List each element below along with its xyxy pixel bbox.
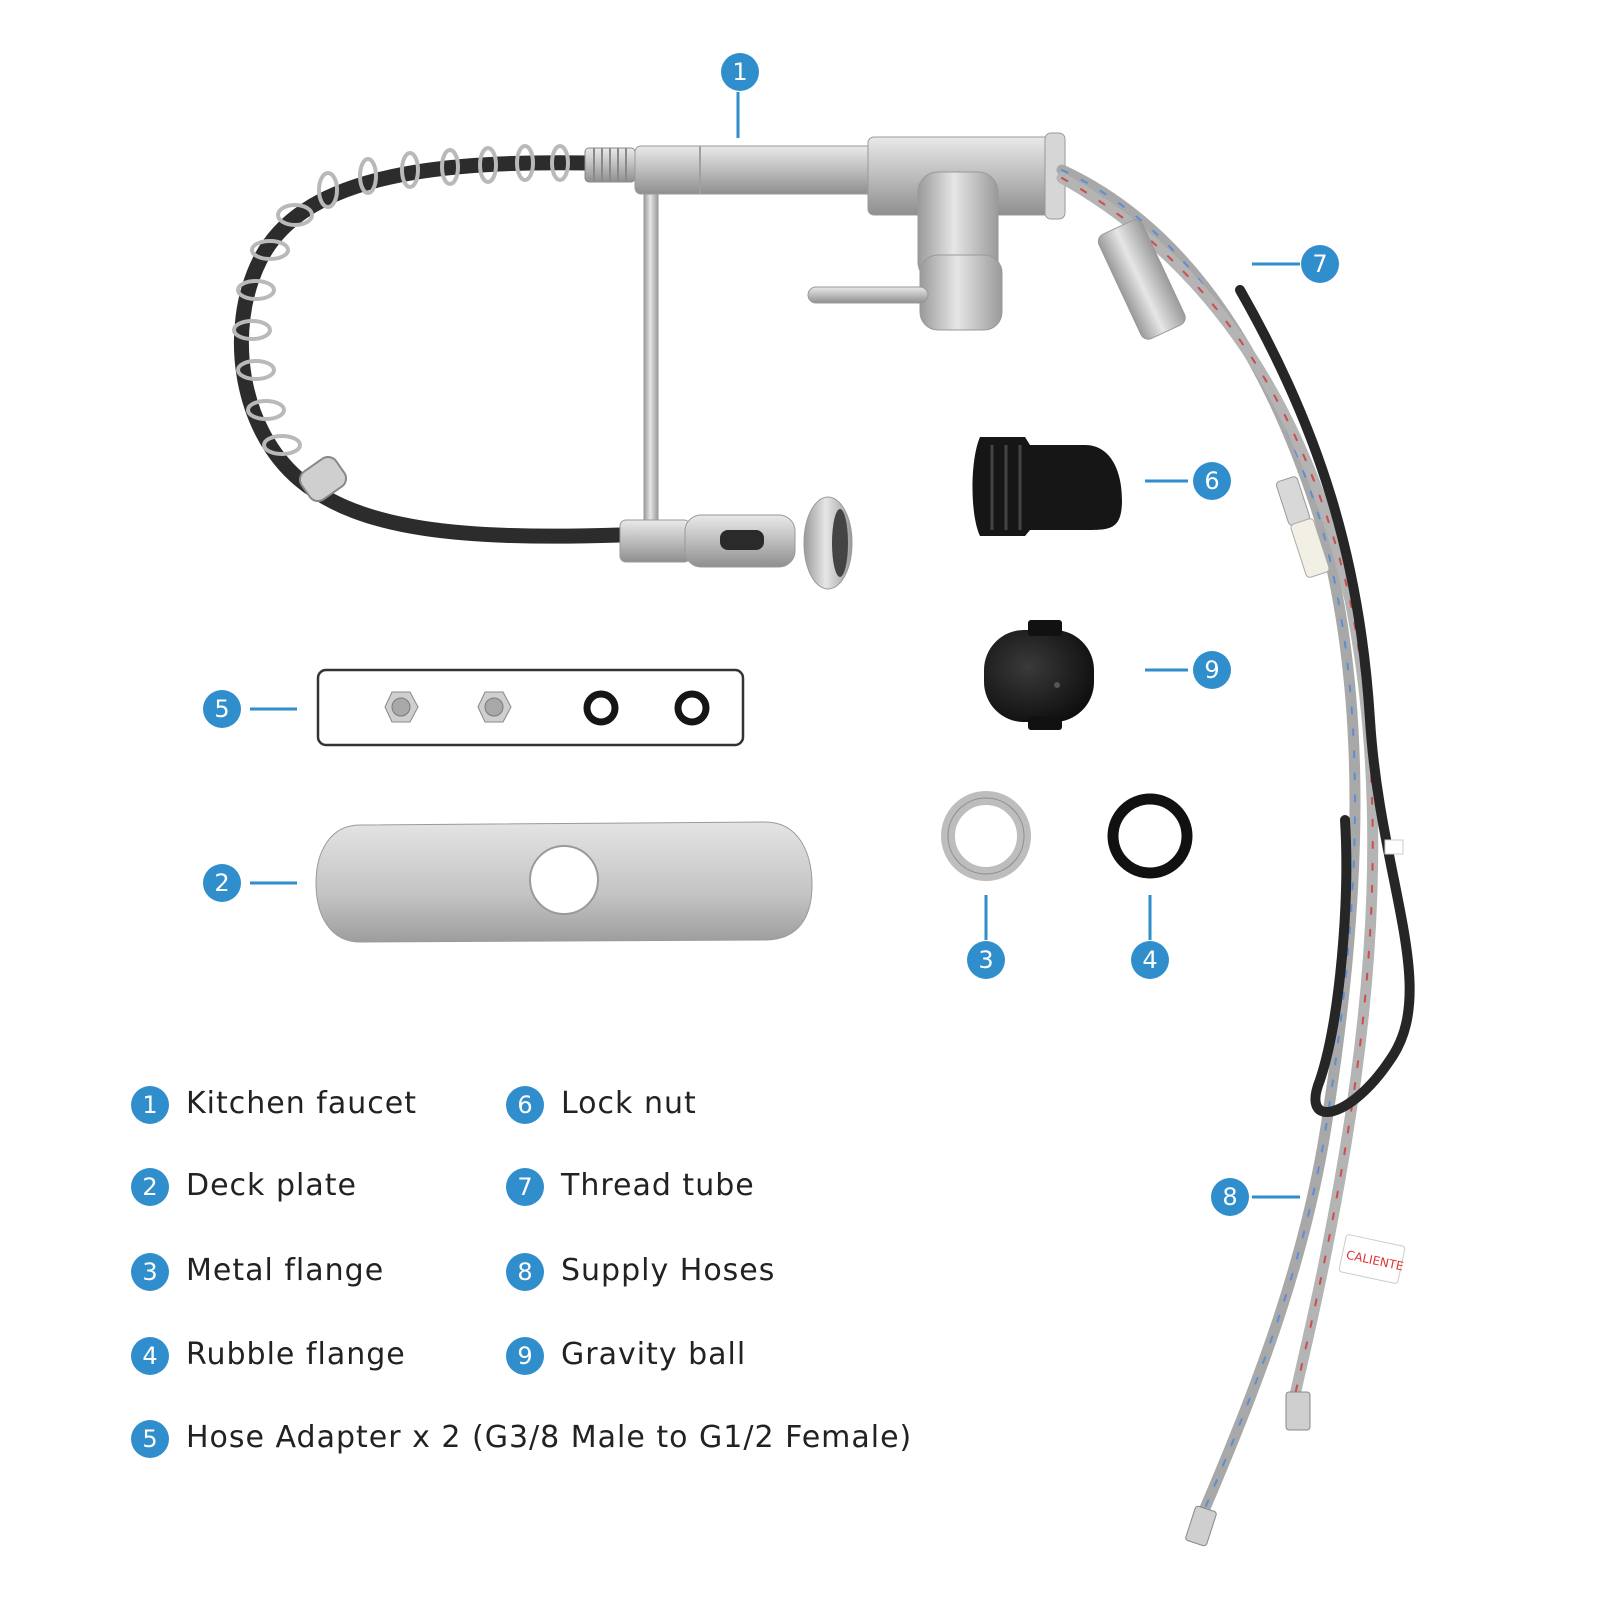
callout-4: 4 (1131, 941, 1169, 979)
legend-badge-2: 2 (131, 1168, 169, 1206)
callout-1: 1 (721, 53, 759, 91)
hose-adapter-illustration (316, 668, 745, 747)
spray-head (619, 496, 853, 590)
legend-badge-9: 9 (506, 1337, 544, 1375)
legend-badge-3: 3 (131, 1253, 169, 1291)
callout-3: 3 (967, 941, 1005, 979)
spout-body (634, 145, 876, 195)
legend-label-1: Kitchen faucet (186, 1086, 417, 1121)
legend-label-9: Gravity ball (561, 1337, 747, 1372)
legend-label-3: Metal flange (186, 1253, 385, 1288)
metal-flange-illustration (941, 791, 1031, 881)
lock-nut-illustration (972, 437, 1122, 536)
coil-clamp (298, 455, 348, 503)
callout-9: 9 (1193, 651, 1231, 689)
legend-label-4: Rubble flange (186, 1337, 406, 1372)
legend-badge-5: 5 (131, 1420, 169, 1458)
thread-tube-illustration (1097, 219, 1186, 340)
faucet-illustration (232, 132, 1066, 590)
callout-8: 8 (1211, 1178, 1249, 1216)
callout-5: 5 (203, 690, 241, 728)
spray-hose (233, 155, 628, 544)
legend-badge-6: 6 (506, 1086, 544, 1124)
legend-label-5: Hose Adapter x 2 (G3/8 Male to G1/2 Fema… (186, 1420, 913, 1455)
hose-fittings: CALIENTE (1185, 476, 1406, 1547)
legend-badge-8: 8 (506, 1253, 544, 1291)
legend-badge-4: 4 (131, 1337, 169, 1375)
spring-coil (232, 144, 570, 456)
callout-7: 7 (1301, 245, 1339, 283)
gravity-ball-illustration (984, 620, 1094, 730)
legend-badge-7: 7 (506, 1168, 544, 1206)
callout-2: 2 (203, 864, 241, 902)
hanger-rod (643, 193, 659, 525)
supply-hoses-illustration (1056, 164, 1415, 1526)
legend-badge-1: 1 (131, 1086, 169, 1124)
legend-label-6: Lock nut (561, 1086, 697, 1121)
deck-plate-illustration (315, 821, 813, 943)
rubber-flange-illustration (1107, 793, 1193, 879)
legend-label-7: Thread tube (561, 1168, 755, 1203)
legend-label-2: Deck plate (186, 1168, 357, 1203)
leader-lines (250, 92, 1300, 1199)
legend-label-8: Supply Hoses (561, 1253, 776, 1288)
callout-6: 6 (1193, 462, 1231, 500)
faucet-handle (807, 286, 929, 304)
